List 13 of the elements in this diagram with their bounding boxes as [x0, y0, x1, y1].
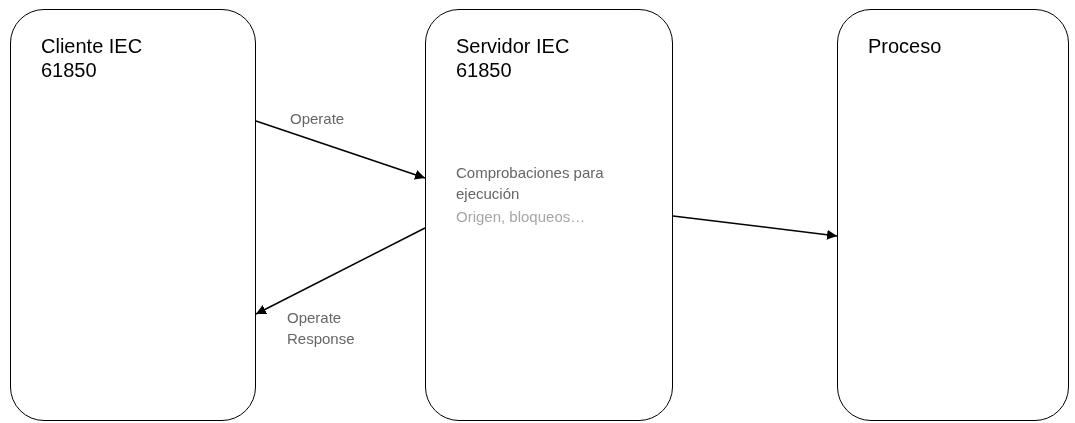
- edge-label: Operate Response: [287, 308, 356, 349]
- edge-label: Operate: [290, 109, 346, 129]
- note-text: Origen, bloqueos…: [456, 207, 587, 227]
- box-heading: Proceso: [868, 34, 943, 58]
- arrow: [672, 215, 838, 240]
- rounded-box: [837, 9, 1069, 421]
- rounded-box: [425, 9, 673, 421]
- rounded-box: [10, 9, 256, 421]
- arrow: [255, 120, 426, 180]
- box-text: Comprobaciones para ejecución: [456, 163, 605, 204]
- box-heading: Servidor IEC 61850: [456, 34, 571, 82]
- box-heading: Cliente IEC 61850: [41, 34, 144, 82]
- arrow: [255, 227, 426, 315]
